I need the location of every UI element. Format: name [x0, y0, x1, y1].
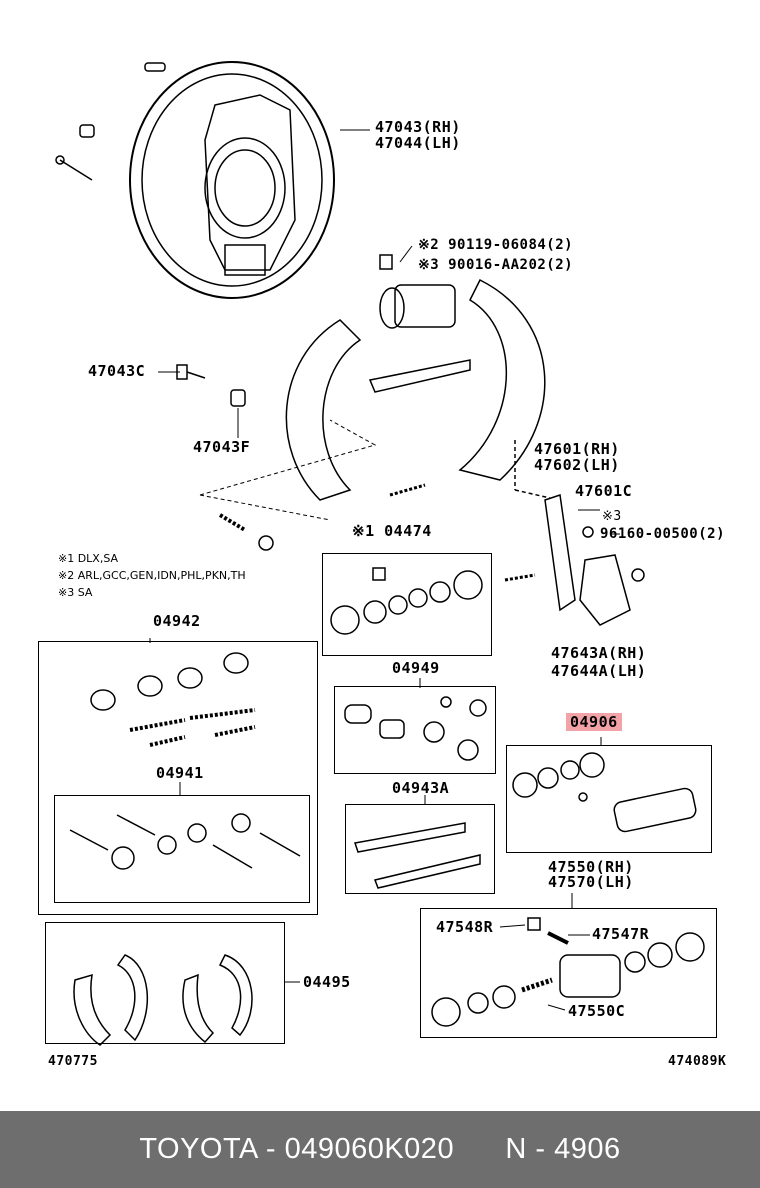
label-04941: 04941 — [156, 764, 204, 782]
kit-04474-icon — [330, 567, 483, 635]
label-47643a: 47643A(RH) — [551, 644, 647, 662]
box-04949 — [334, 686, 496, 774]
label-47043: 47043(RH) — [375, 118, 461, 136]
note-2: ※2 ARL,GCC,GEN,IDN,PHL,PKN,TH — [58, 569, 246, 582]
ref-right: 474089K — [668, 1054, 727, 1069]
bolt-47043c-icon — [176, 364, 246, 407]
box-47550 — [420, 908, 717, 1038]
box-04474 — [322, 553, 492, 656]
note-3: ※3 SA — [58, 586, 93, 599]
box-04942 — [38, 641, 318, 915]
label-47044: 47044(LH) — [375, 134, 461, 152]
label-47547r: 47547R — [592, 925, 650, 943]
label-04906: 04906 — [566, 713, 622, 731]
label-47550: 47550(RH) — [548, 858, 634, 876]
box-04495 — [45, 922, 285, 1044]
brake-shoe-icon — [285, 278, 546, 501]
note-1: ※1 DLX,SA — [58, 552, 119, 565]
label-47043c: 47043C — [88, 362, 146, 380]
label-47550c: 47550C — [568, 1002, 626, 1020]
backing-plate-icon — [129, 61, 370, 299]
label-47570: 47570(LH) — [548, 873, 634, 891]
wheel-cylinder-assy-icon — [431, 917, 705, 1027]
label-04943a: 04943A — [392, 779, 450, 797]
label-bolt1: ※2 90119-06084(2) — [418, 237, 574, 253]
ref-left: 470775 — [48, 1054, 98, 1069]
box-04941 — [54, 795, 310, 903]
spring-kit-icon — [90, 652, 256, 747]
label-04942: 04942 — [153, 612, 201, 630]
label-47602: 47602(LH) — [534, 456, 620, 474]
footer-text: TOYOTA - 049060K020 N - 4906 — [139, 1133, 621, 1165]
label-96160: 96160-00500(2) — [600, 526, 726, 542]
label-47601c: 47601C — [575, 482, 633, 500]
footer-bar: TOYOTA - 049060K020 N - 4906 — [0, 1111, 760, 1188]
label-47043f: 47043F — [193, 438, 251, 456]
label-47548r: 47548R — [436, 918, 494, 936]
pin-kit-icon — [69, 813, 301, 870]
label-04495: 04495 — [303, 973, 351, 991]
box-04943a — [345, 804, 495, 894]
adjuster-icon — [218, 359, 471, 551]
cylinder-kit-icon — [512, 752, 697, 833]
parts-drawing — [55, 61, 705, 1046]
label-04949: 04949 — [392, 659, 440, 677]
label-bolt2: ※3 90016-AA202(2) — [418, 257, 574, 273]
parts-diagram: 47043(RH) 47044(LH) ※2 90119-06084(2) ※3… — [38, 61, 727, 1069]
adjuster-kit-icon — [354, 822, 481, 889]
label-47601: 47601(RH) — [534, 440, 620, 458]
label-04474: ※1 04474 — [352, 522, 432, 540]
bolt-icon — [55, 124, 95, 181]
wheel-cylinder-icon — [379, 254, 456, 329]
brake-shoe-set-icon — [73, 954, 253, 1046]
box-04906 — [506, 745, 712, 853]
kit-04949-icon — [344, 696, 487, 761]
label-47644a: 47644A(LH) — [551, 662, 647, 680]
label-note3: ※3 — [602, 509, 622, 524]
parking-lever-icon — [504, 440, 645, 626]
